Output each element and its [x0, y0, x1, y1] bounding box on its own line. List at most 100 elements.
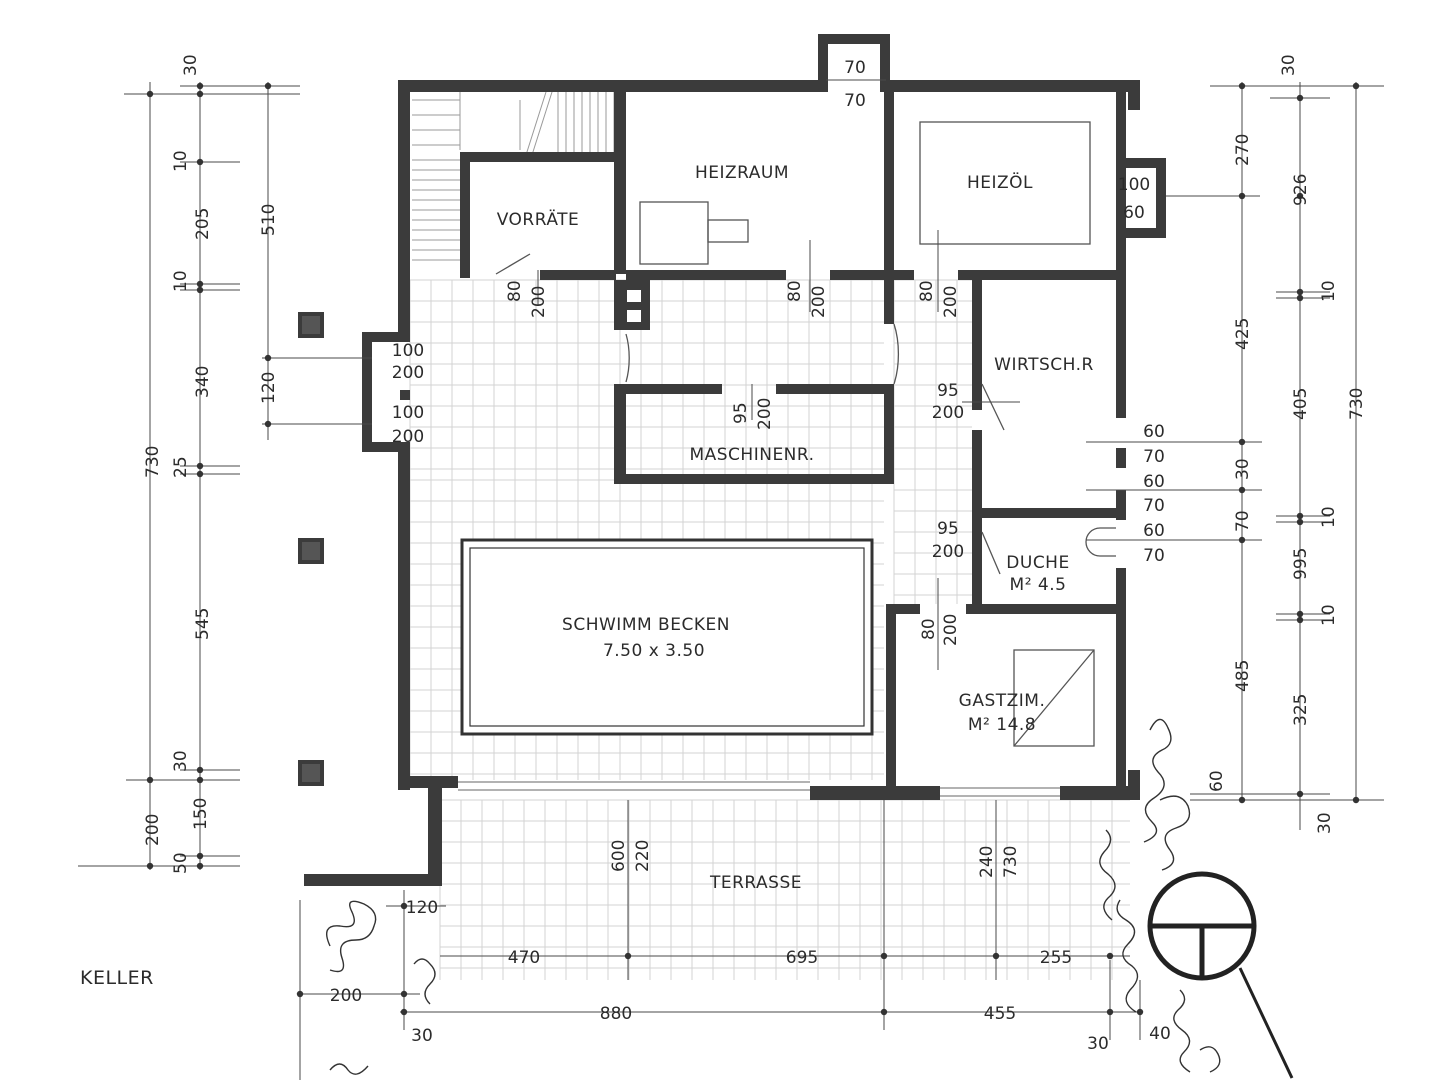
dim-label: 545 — [193, 608, 213, 640]
dimension-tick — [196, 280, 204, 288]
dim-label: 60 — [1207, 770, 1227, 792]
opening-dim: 200 — [941, 286, 961, 318]
dimension-tick — [624, 952, 632, 960]
room-heizoel: HEIZÖL — [967, 171, 1033, 193]
dim-label: 10 — [171, 150, 191, 172]
dimension-tick — [1136, 1008, 1144, 1016]
room-gastzimmer: GASTZIM. — [959, 691, 1046, 711]
dimension-tick — [1352, 82, 1360, 90]
dim-label: 730 — [1001, 846, 1021, 878]
dim-label: 730 — [143, 446, 163, 478]
opening-dim: 60 — [1123, 203, 1145, 223]
dim-label: 25 — [171, 456, 191, 478]
chimney-holes — [627, 290, 641, 322]
dim-label: 730 — [1347, 388, 1367, 420]
opening-dim: 70 — [1143, 447, 1165, 467]
dim-label: 10 — [1319, 506, 1339, 528]
dim-label: 30 — [1233, 458, 1253, 480]
opening-dim: 200 — [941, 614, 961, 646]
north-arrow-icon — [1147, 871, 1294, 1079]
dim-label: 200 — [143, 814, 163, 846]
dim-label: 340 — [193, 366, 213, 398]
dim-label: 30 — [181, 54, 201, 76]
dim-label: 600 — [609, 840, 629, 872]
dimension-tick — [1238, 192, 1246, 200]
staircase — [412, 91, 615, 261]
opening-labels: 70 70 100 60 80 200 80 200 80 200 100 20… — [392, 58, 1165, 646]
dimension-tick — [1106, 1008, 1114, 1016]
dim-label: 220 — [633, 840, 653, 872]
dim-label: 10 — [1319, 280, 1339, 302]
dimension-tick — [880, 952, 888, 960]
dimension-tick — [296, 990, 304, 998]
bottom-window — [458, 781, 1060, 797]
opening-dim: 100 — [1118, 175, 1150, 195]
dimension-tick — [1296, 610, 1304, 618]
dimension-tick — [196, 470, 204, 478]
landscaping — [326, 718, 1221, 1075]
dimension-tick — [1238, 796, 1246, 804]
opening-dim: 95 — [937, 519, 959, 539]
dimension-tick — [992, 952, 1000, 960]
dim-label: 10 — [1319, 604, 1339, 626]
dimension-tick — [1296, 288, 1304, 296]
dimension-tick — [146, 862, 154, 870]
right-dimensions: 30 270 926 10 425 405 730 30 70 10 995 1… — [1207, 54, 1367, 834]
dim-label: 30 — [171, 750, 191, 772]
room-duche: DUCHE — [1006, 553, 1069, 573]
dim-label: 70 — [1233, 510, 1253, 532]
guest-bed — [1013, 649, 1095, 747]
pillar-inner — [302, 316, 320, 782]
dim-label: 50 — [171, 852, 191, 874]
dimension-tick — [1296, 294, 1304, 302]
dimension-tick — [1296, 512, 1304, 520]
dimension-tick — [264, 82, 272, 90]
dim-label: 470 — [508, 948, 540, 968]
opening-dim: 80 — [505, 280, 525, 302]
opening-dim: 80 — [919, 618, 939, 640]
opening-dim: 200 — [755, 398, 775, 430]
dim-label: 325 — [1291, 694, 1311, 726]
dim-label: 200 — [330, 986, 362, 1006]
room-labels: HEIZRAUM HEIZÖL VORRÄTE WIRTSCH.R MASCHI… — [80, 163, 1094, 989]
dim-label: 240 — [977, 846, 997, 878]
opening-dim: 80 — [785, 280, 805, 302]
heating-boiler — [639, 201, 749, 265]
dim-label: 40 — [1149, 1024, 1171, 1044]
walls — [298, 34, 1166, 886]
dim-label: 926 — [1291, 174, 1311, 206]
opening-dim: 60 — [1143, 521, 1165, 541]
dim-label: 455 — [984, 1004, 1016, 1024]
dim-label: 270 — [1233, 134, 1253, 166]
dim-label: 255 — [1040, 948, 1072, 968]
opening-dim: 70 — [1143, 546, 1165, 566]
dimension-tick — [264, 354, 272, 362]
dimension-tick — [196, 766, 204, 774]
dimension-tick — [1296, 518, 1304, 526]
opening-dim: 70 — [844, 91, 866, 111]
dimension-tick — [400, 990, 408, 998]
opening-dim: 60 — [1143, 422, 1165, 442]
dim-label: 30 — [411, 1026, 433, 1046]
dimension-tick — [196, 462, 204, 470]
dimension-tick — [196, 852, 204, 860]
opening-dim: 200 — [932, 403, 964, 423]
dimension-tick — [264, 420, 272, 428]
dim-label: 120 — [259, 372, 279, 404]
room-wirtschaftsraum: WIRTSCH.R — [994, 355, 1094, 375]
dimension-tick — [196, 862, 204, 870]
dimension-tick — [1106, 952, 1114, 960]
bottom-dimensions: 600 220 240 730 120 470 695 255 200 880 … — [330, 840, 1171, 1054]
room-maschinenraum: MASCHINENR. — [689, 445, 814, 465]
dimension-tick — [196, 90, 204, 98]
dimension-tick — [1238, 486, 1246, 494]
dimension-tick — [146, 90, 154, 98]
opening-dim: 80 — [917, 280, 937, 302]
dim-label: 405 — [1291, 388, 1311, 420]
opening-dim: 200 — [809, 286, 829, 318]
dimension-tick — [880, 1008, 888, 1016]
room-duche-area: M² 4.5 — [1010, 575, 1067, 595]
dim-label: 30 — [1279, 54, 1299, 76]
dimension-tick — [1296, 192, 1304, 200]
